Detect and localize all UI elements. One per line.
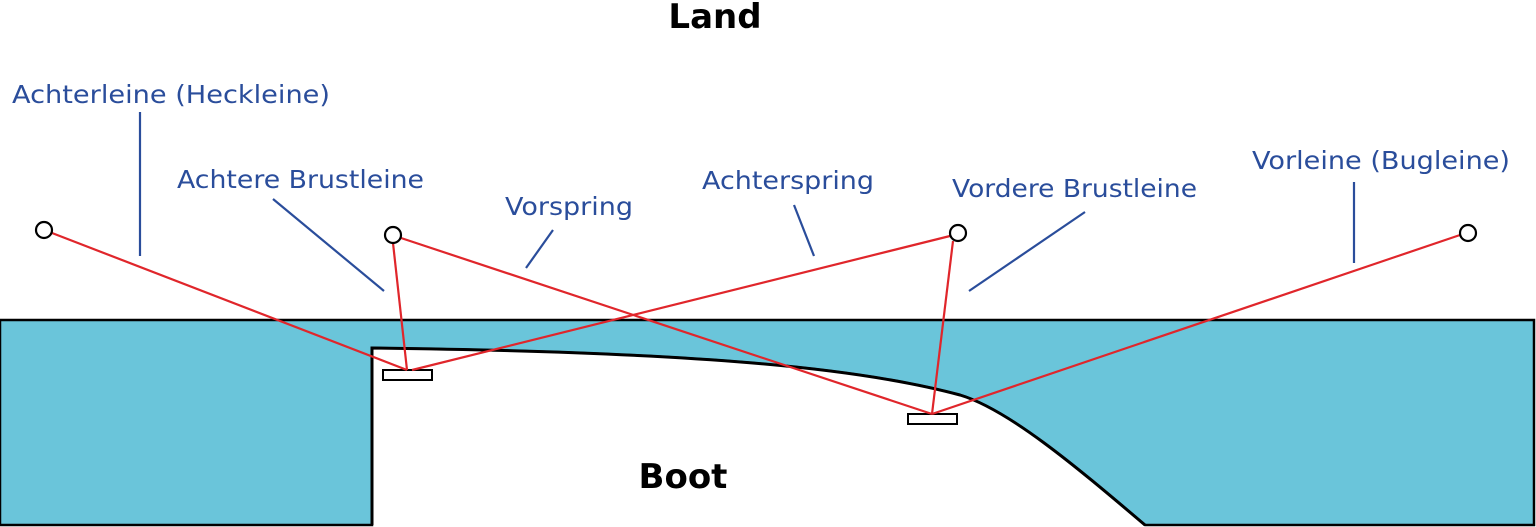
- land-heading: Land: [668, 0, 761, 37]
- leader-forward-spring: [525, 229, 554, 269]
- leader-aft-spring: [792, 204, 816, 257]
- leader-forward-breast-line: [968, 211, 1086, 292]
- aft-spring-line: [400, 236, 933, 416]
- label-forward-spring: Vorspring: [505, 192, 633, 221]
- cleat-aft: [382, 369, 433, 381]
- label-bow-line: Vorleine (Bugleine): [1252, 146, 1510, 175]
- forward-breast-line: [930, 240, 955, 415]
- label-forward-breast-line: Vordere Brustleine: [952, 174, 1197, 203]
- leader-aft-breast-line: [272, 198, 385, 292]
- bollard-1: [34, 220, 54, 240]
- aft-breast-line: [391, 242, 409, 371]
- bollard-3: [948, 223, 968, 243]
- bollard-4: [1458, 223, 1478, 243]
- label-aft-breast-line: Achtere Brustleine: [177, 165, 424, 194]
- cleat-forward: [907, 413, 958, 425]
- stern-line: [51, 231, 408, 372]
- label-aft-spring: Achterspring: [702, 166, 874, 195]
- boat-heading: Boot: [639, 457, 728, 497]
- bollard-2: [383, 225, 403, 245]
- boat-hull: [370, 346, 1146, 527]
- label-stern-line: Achterleine (Heckleine): [12, 80, 330, 109]
- forward-spring-line: [411, 234, 951, 372]
- bow-line: [931, 233, 1461, 416]
